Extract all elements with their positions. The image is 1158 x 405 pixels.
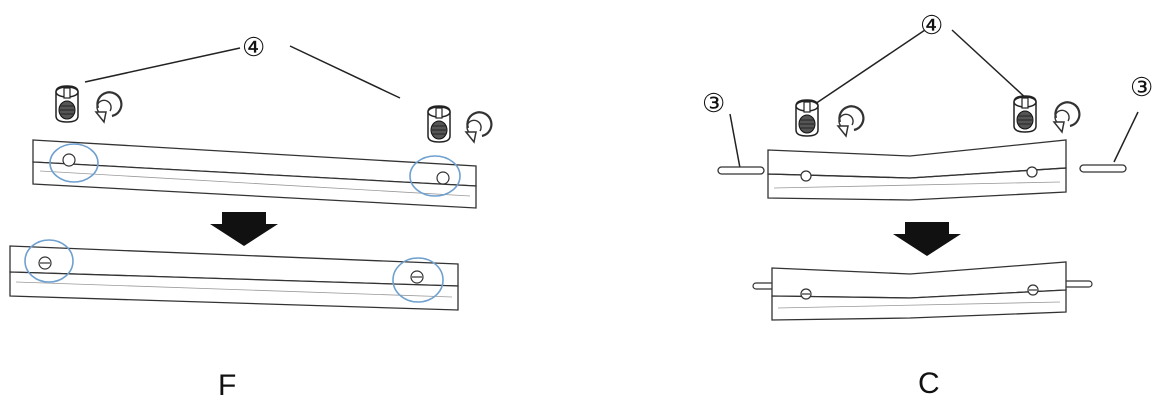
leader-line-3-left bbox=[729, 113, 741, 169]
highlight-circle bbox=[392, 257, 444, 303]
down-arrow-icon bbox=[893, 222, 961, 256]
board-before bbox=[767, 139, 1067, 201]
callout-part-3-right: ③ bbox=[1130, 73, 1153, 103]
highlight-circle bbox=[409, 155, 461, 197]
callout-part-3-left: ③ bbox=[702, 89, 725, 119]
cam-nut-icon bbox=[427, 105, 451, 143]
leader-line-right-a bbox=[814, 29, 926, 105]
panel-right: ④ ③ ③ bbox=[702, 11, 1153, 400]
panel-label-c: C bbox=[918, 367, 940, 400]
rotate-arrow-icon bbox=[464, 111, 493, 144]
highlight-circle bbox=[49, 143, 99, 183]
cam-nut-icon bbox=[55, 85, 79, 123]
board-after bbox=[752, 261, 1093, 321]
rotate-arrow-icon bbox=[836, 105, 865, 138]
rotate-arrow-icon bbox=[94, 91, 123, 124]
callout-part-4-right: ④ bbox=[920, 11, 943, 41]
highlight-circle bbox=[24, 239, 74, 283]
callout-part-4-left: ④ bbox=[242, 33, 265, 63]
leader-line-3-right bbox=[1113, 111, 1139, 163]
dowel-left bbox=[717, 166, 765, 175]
leader-line-left-a bbox=[84, 47, 241, 83]
dowel-right bbox=[1079, 164, 1127, 173]
leader-line-right-b bbox=[951, 29, 1029, 101]
panel-label-f: F bbox=[218, 369, 236, 402]
cam-nut-icon bbox=[1013, 95, 1037, 133]
rotate-arrow-icon bbox=[1052, 101, 1081, 134]
down-arrow-icon bbox=[210, 212, 278, 246]
board-before bbox=[32, 139, 477, 209]
panel-left: ④ F bbox=[9, 33, 493, 402]
cam-nut-icon bbox=[795, 99, 819, 137]
leader-line-left-b bbox=[289, 45, 401, 99]
board-after bbox=[9, 239, 459, 311]
